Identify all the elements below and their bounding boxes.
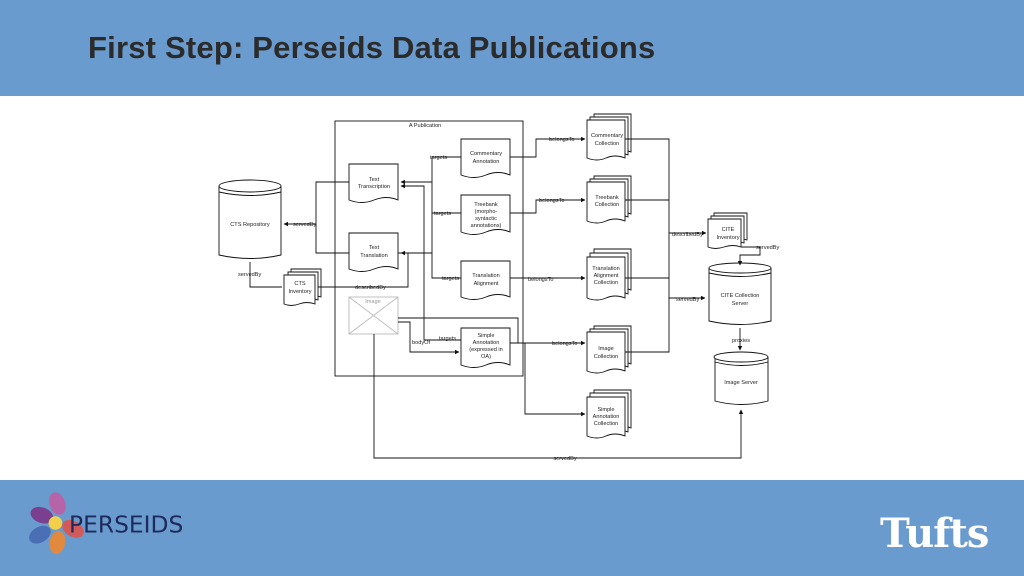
translation-alignment-label-2: Alignment — [474, 281, 499, 287]
cite-collection-server-shape — [708, 268, 772, 325]
commentary-annotation-shape — [460, 138, 511, 178]
edge-label-belongsto-3: belongsTo — [528, 277, 554, 283]
cite-collection-server-label-1: CITE Collection — [721, 293, 760, 299]
edge-label-servedby-cite: servedBy — [676, 297, 700, 303]
treebank-label-2: (morpho- — [475, 209, 498, 215]
simple-annotation-collection-label-1: Simple — [597, 407, 614, 413]
data-publication-diagram: A Publication Commentary Annotation Tree… — [0, 96, 1024, 480]
perseids-flower-icon — [29, 492, 84, 555]
treebank-collection-label-1: Treebank — [595, 195, 619, 201]
cts-repository-label: CTS Repository — [230, 222, 270, 228]
commentary-annotation-label-2: Annotation — [473, 159, 500, 165]
simple-annotation-shape — [460, 327, 511, 368]
image-label: Image — [365, 299, 381, 305]
edge-label-proxies: proxies — [732, 338, 750, 344]
treebank-collection-label-2: Collection — [595, 202, 620, 208]
cts-inventory-label-2: Inventory — [288, 289, 311, 295]
treebank-shape — [460, 194, 511, 235]
image-server-shape — [714, 357, 769, 405]
simple-annotation-collection-label-2: Annotation — [593, 414, 620, 420]
cite-inventory-label-1: CITE — [722, 227, 735, 233]
slide-title: First Step: Perseids Data Publications — [88, 30, 656, 65]
simple-annotation-collection-label-3: Collection — [594, 421, 619, 427]
commentary-collection-label-1: Commentary — [591, 133, 623, 139]
translation-alignment-shape — [460, 260, 511, 300]
commentary-collection-label-2: Collection — [595, 141, 620, 147]
translation-alignment-collection-label-3: Collection — [594, 280, 619, 286]
edge-label-bodyof: bodyOf — [412, 340, 430, 346]
text-transcription-shape — [348, 163, 399, 203]
edge-label-targets-2: targets — [434, 211, 451, 217]
edge-label-servedby-repo: servedBy — [238, 272, 262, 278]
perseids-wordmark: PERSEIDS — [69, 511, 183, 539]
simple-annotation-label-1: Simple — [477, 333, 494, 339]
treebank-label-3: syntactic — [475, 216, 497, 222]
image-collection-label-1: Image — [598, 346, 614, 352]
simple-annotation-label-3: (expressed in — [469, 347, 503, 353]
edge-label-servedby-cite-inv: servedBy — [756, 245, 780, 251]
cts-inventory-label-1: CTS — [294, 281, 305, 287]
treebank-label-1: Treebank — [474, 202, 498, 208]
image-collection-label-2: Collection — [594, 354, 619, 360]
edge-label-targets-1: targets — [430, 155, 447, 161]
edge-label-describedby-cts: describedBy — [355, 285, 386, 291]
text-translation-label-1: Text — [369, 245, 380, 251]
cite-collection-server-label-2: Server — [732, 301, 749, 307]
translation-alignment-collection-label-1: Translation — [592, 266, 619, 272]
publication-label: A Publication — [409, 123, 441, 129]
cite-inventory-shape — [707, 218, 742, 249]
commentary-annotation-label-1: Commentary — [470, 151, 502, 157]
text-translation-label-2: Translation — [360, 253, 387, 259]
text-transcription-label-1: Text — [369, 177, 380, 183]
edge-label-describedby-cite: describedBy — [672, 232, 703, 238]
text-translation-shape — [348, 232, 399, 272]
cts-inventory-shape — [283, 274, 316, 306]
edge-label-belongsto-4: belongsTo — [552, 341, 578, 347]
simple-annotation-label-2: Annotation — [473, 340, 500, 346]
perseids-logo: PERSEIDS — [29, 492, 183, 555]
simple-annotation-collection-shape — [586, 396, 626, 439]
treebank-collection-shape — [586, 181, 626, 224]
simple-annotation-label-4: OA) — [481, 354, 491, 360]
tufts-logo: Tufts — [880, 510, 989, 557]
translation-alignment-collection-label-2: Alignment — [594, 273, 619, 279]
text-transcription-label-2: Transcription — [358, 184, 390, 190]
footer-bar: PERSEIDS Tufts — [0, 480, 1024, 576]
cite-inventory-label-2: Inventory — [716, 235, 739, 241]
edge-label-servedby-cts: servedBy — [293, 222, 317, 228]
edge-label-targets-4: targets — [439, 336, 456, 342]
translation-alignment-collection-shape — [586, 256, 626, 301]
publication-box — [334, 120, 524, 377]
cts-repository-shape — [218, 186, 282, 259]
image-server-label: Image Server — [724, 380, 758, 386]
commentary-collection-shape — [586, 119, 626, 161]
edge-label-belongsto-1: belongsTo — [549, 137, 575, 143]
header-bar: First Step: Perseids Data Publications — [0, 0, 1024, 96]
translation-alignment-label-1: Translation — [472, 273, 499, 279]
image-collection-shape — [586, 331, 626, 374]
treebank-label-4: annotations) — [471, 223, 502, 229]
edge-label-servedby-image: servedBy — [553, 456, 577, 462]
edge-label-targets-3: targets — [442, 276, 459, 282]
edge-label-belongsto-2: belongsTo — [539, 198, 565, 204]
